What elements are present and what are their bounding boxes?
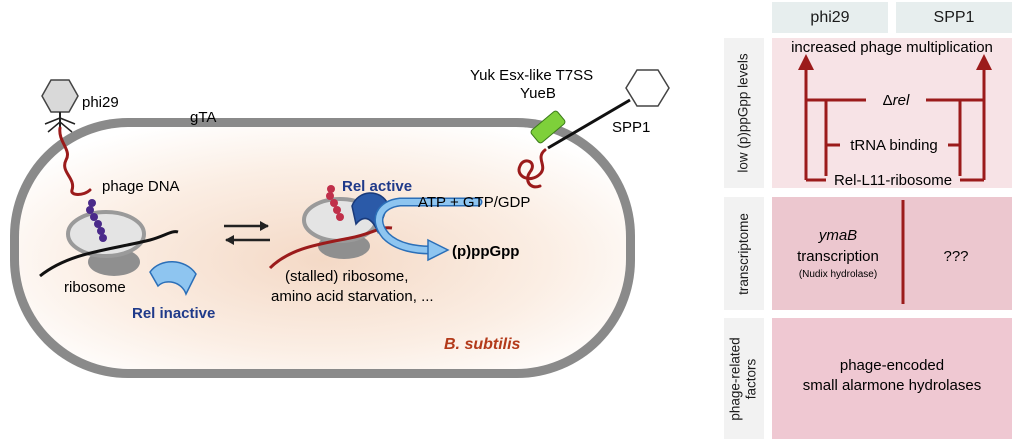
row2-background (772, 197, 1012, 310)
yueb-receptor (530, 110, 566, 144)
spp1-dna-strand (517, 148, 547, 189)
delta-rel-text: Δrel (883, 92, 910, 109)
ribosome-label: ribosome (64, 279, 126, 296)
spp1-phage-label: SPP1 (612, 119, 650, 136)
stalled-ribosome-text: (stalled) ribosome, (285, 268, 408, 285)
row3-label-line1: phage-related (728, 336, 744, 421)
phage-dna-strand (58, 126, 92, 196)
row-label-transcriptome: transcriptome (724, 197, 764, 310)
row1-flow-lines (804, 68, 986, 182)
rel-l11-ribosome-text: Rel-L11-ribosome (834, 172, 952, 189)
row-label-low-ppgpp-text: low (p)ppGpp levels (736, 53, 751, 173)
rel-inactive-label: Rel inactive (132, 305, 215, 322)
transcription-text: transcription (797, 248, 879, 265)
phi29-phage-icon (41, 79, 79, 133)
ppgpp-product-label: (p)ppGpp (452, 243, 519, 260)
starvation-text: amino acid starvation, ... (271, 288, 434, 305)
organism-label: B. subtilis (444, 336, 521, 353)
arrow-up-left (798, 54, 814, 70)
ribosome-icon (39, 199, 179, 278)
rel-active-label: Rel active (342, 178, 412, 195)
row1-background (772, 38, 1012, 188)
unknown-spp1-text: ??? (943, 248, 968, 265)
row3-label-line2: factors (744, 358, 760, 399)
phage-dna-label: phage DNA (102, 178, 180, 195)
rel-inactive-icon (149, 261, 197, 296)
gta-label: gTA (190, 109, 216, 126)
synthesis-arrow (374, 197, 483, 262)
alarmone-hydrolases-text: small alarmone hydrolases (803, 377, 981, 394)
nudix-hydrolase-text: (Nudix hydrolase) (799, 269, 877, 280)
yuk-t7ss-label: Yuk Esx-like T7SS (470, 67, 593, 84)
equilibrium-arrows (224, 221, 270, 245)
phage-encoded-text: phage-encoded (840, 357, 944, 374)
phi29-phage-label: phi29 (82, 94, 119, 111)
substrates-label: ATP + GTP/GDP (418, 194, 530, 211)
spp1-phage-icon (547, 69, 670, 150)
row-label-transcriptome-text: transcriptome (736, 212, 751, 295)
row-label-low-ppgpp: low (p)ppGpp levels (724, 38, 764, 188)
column-header-phi29: phi29 (772, 2, 888, 33)
yueb-label: YueB (520, 85, 556, 102)
ymab-gene-text: ymaB (818, 227, 857, 244)
arrow-up-right (976, 54, 992, 70)
increased-multiplication-text: increased phage multiplication (791, 39, 993, 56)
trna-binding-text: tRNA binding (850, 137, 938, 154)
row3-background (772, 318, 1012, 439)
column-header-spp1: SPP1 (896, 2, 1012, 33)
